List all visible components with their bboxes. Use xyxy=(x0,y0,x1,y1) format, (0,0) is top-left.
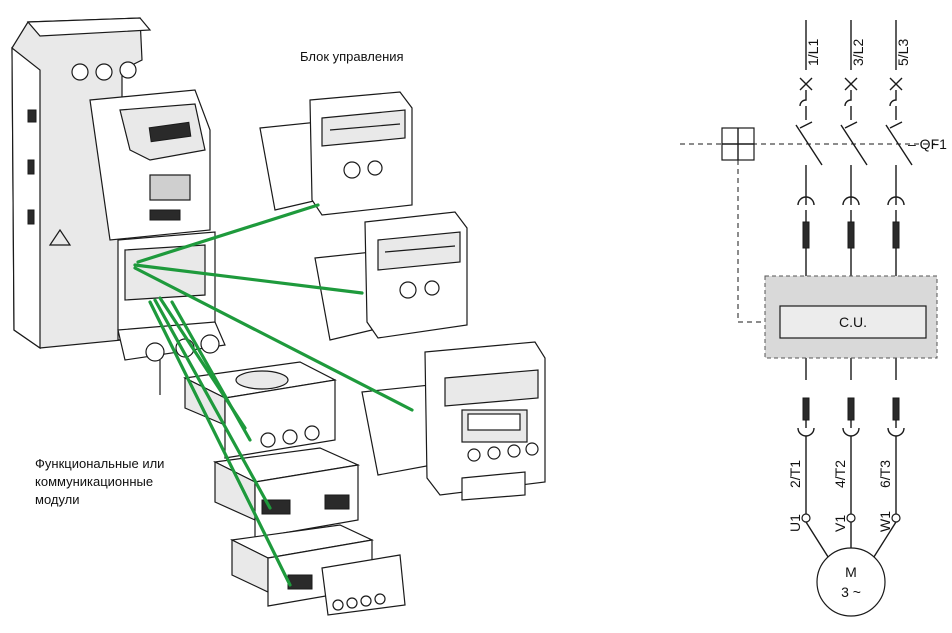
breaker-label: – QF1 xyxy=(908,136,947,152)
schematic-labels: 1/L1 3/L2 5/L3 – QF1 C.U. 2/T1 4/T2 6/T3… xyxy=(787,39,947,600)
output-terminal-label: 6/T3 xyxy=(877,460,893,488)
function-module-2 xyxy=(212,447,361,539)
motor-symbol xyxy=(816,547,886,617)
supply-terminal-label: 1/L1 xyxy=(805,39,821,66)
base-starter-unit xyxy=(11,17,226,395)
motor-terminal-label: W1 xyxy=(877,511,893,532)
control-unit-caption: Блок управления xyxy=(300,49,404,64)
output-terminal-label: 4/T2 xyxy=(832,460,848,488)
motor-label: M xyxy=(845,564,857,580)
electrical-schematic xyxy=(680,20,938,617)
control-unit-label: C.U. xyxy=(839,314,867,330)
output-terminal-label: 2/T1 xyxy=(787,460,803,488)
control-unit-advanced xyxy=(314,211,468,341)
control-unit-multifunction xyxy=(361,341,546,501)
motor-terminal-label: U1 xyxy=(787,514,803,532)
supply-terminal-label: 5/L3 xyxy=(895,39,911,66)
supply-terminal-label: 3/L2 xyxy=(850,39,866,66)
modules-caption-line: Функциональные или xyxy=(35,456,165,471)
modules-caption-line: модули xyxy=(35,492,80,507)
function-module-3 xyxy=(230,524,406,616)
motor-phase-label: 3 ~ xyxy=(841,584,861,600)
motor-terminal-label: V1 xyxy=(832,515,848,532)
function-module-1 xyxy=(183,361,337,459)
modules-caption: Функциональные или коммуникационные моду… xyxy=(35,455,164,509)
modules-caption-line: коммуникационные xyxy=(35,474,154,489)
connection-lines xyxy=(133,203,414,587)
control-unit-basic xyxy=(259,91,413,216)
